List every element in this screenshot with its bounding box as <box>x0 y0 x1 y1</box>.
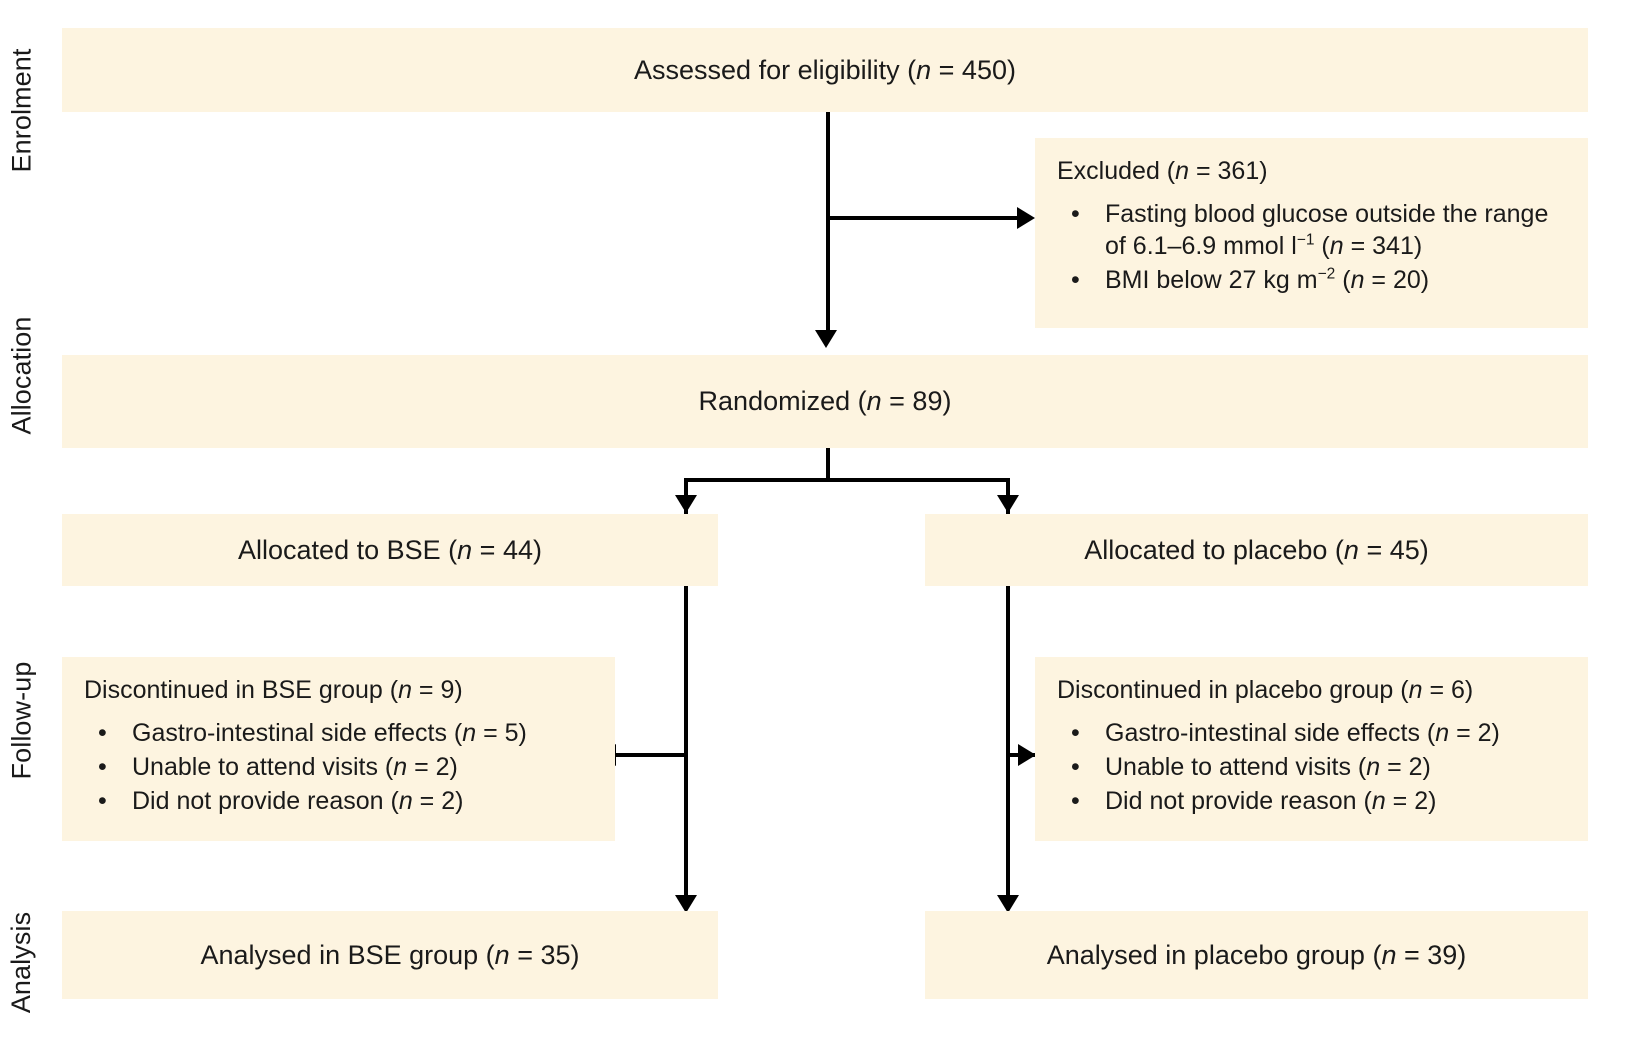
node-discontinued-placebo: Discontinued in placebo group (n = 6) • … <box>1035 657 1588 841</box>
list-item: • Fasting blood glucose outside the rang… <box>1071 200 1549 260</box>
node-allocated-bse-text: Allocated to BSE (n = 44) <box>238 534 542 565</box>
node-discontinued-placebo-title: Discontinued in placebo group (n = 6) <box>1057 676 1474 704</box>
connector-randomized-split <box>684 478 1010 482</box>
node-allocated-bse: Allocated to BSE (n = 44) <box>62 514 718 586</box>
list-item: • Did not provide reason (n = 2) <box>1057 786 1566 818</box>
arrow-to-discontinued-placebo <box>1018 744 1036 766</box>
stage-label-enrolment: Enrolment <box>6 48 37 172</box>
bullet-icon: • <box>1071 265 1080 294</box>
connector-placebo-trunk <box>1006 586 1010 910</box>
node-discontinued-bse-bullet-list: • Gastro-intestinal side effects (n = 5)… <box>84 718 593 817</box>
node-allocated-placebo-text: Allocated to placebo (n = 45) <box>1084 534 1429 565</box>
arrow-to-analysed-placebo <box>997 895 1019 913</box>
connector-to-discontinued-bse <box>614 753 686 757</box>
n-italic: n <box>398 676 412 704</box>
list-item: • Unable to attend visits (n = 2) <box>84 752 593 784</box>
stage-label-followup: Follow-up <box>6 661 37 779</box>
n-italic: n <box>494 939 510 970</box>
connector-assessed-to-randomized <box>826 112 830 334</box>
n-italic: n <box>1381 939 1397 970</box>
list-item: • BMI below 27 kg m−2 (n = 20) <box>1057 265 1566 297</box>
node-excluded-bullet-list: • Fasting blood glucose outside the rang… <box>1057 199 1566 296</box>
node-randomized: Randomized (n = 89) <box>62 355 1588 448</box>
n-italic: n <box>457 534 473 565</box>
node-analysed-bse-text: Analysed in BSE group (n = 35) <box>200 939 580 970</box>
bullet-icon: • <box>1071 753 1080 781</box>
bullet-icon: • <box>1071 200 1080 229</box>
n-italic: n <box>916 54 932 85</box>
bullet-icon: • <box>98 753 107 781</box>
connector-assessed-to-excluded <box>828 216 1020 220</box>
connector-bse-trunk <box>684 586 688 910</box>
n-italic: n <box>1343 534 1359 565</box>
node-discontinued-bse: Discontinued in BSE group (n = 9) • Gast… <box>62 657 615 841</box>
node-discontinued-bse-title: Discontinued in BSE group (n = 9) <box>84 676 463 704</box>
node-analysed-placebo-text: Analysed in placebo group (n = 39) <box>1046 939 1467 970</box>
n-italic: n <box>393 753 408 781</box>
n-italic: n <box>1350 265 1365 294</box>
stage-label-analysis: Analysis <box>6 911 37 1014</box>
bullet-icon: • <box>1071 719 1080 748</box>
arrow-to-allocated-bse <box>675 495 697 513</box>
arrow-assessed-to-randomized <box>815 330 837 348</box>
n-italic: n <box>1366 753 1381 781</box>
connector-randomized-stem <box>826 448 830 482</box>
node-randomized-text: Randomized (n = 89) <box>698 386 952 416</box>
n-italic: n <box>1329 232 1344 260</box>
list-item: • Did not provide reason (n = 2) <box>84 786 593 818</box>
arrow-to-allocated-placebo <box>997 495 1019 513</box>
node-analysed-bse: Analysed in BSE group (n = 35) <box>62 911 718 999</box>
node-discontinued-placebo-bullet-list: • Gastro-intestinal side effects (n = 2)… <box>1057 718 1566 817</box>
list-item: • Unable to attend visits (n = 2) <box>1057 752 1566 784</box>
node-excluded: Excluded (n = 361) • Fasting blood gluco… <box>1035 138 1588 328</box>
n-italic: n <box>398 786 413 815</box>
superscript: −2 <box>1317 265 1336 283</box>
arrow-to-analysed-bse <box>675 895 697 913</box>
n-italic: n <box>1435 719 1450 748</box>
n-italic: n <box>866 386 882 416</box>
stage-label-allocation: Allocation <box>6 315 37 435</box>
node-excluded-title: Excluded (n = 361) <box>1057 157 1268 185</box>
bullet-icon: • <box>1071 786 1080 815</box>
bullet-icon: • <box>98 786 107 815</box>
n-italic: n <box>1175 157 1190 185</box>
node-allocated-placebo: Allocated to placebo (n = 45) <box>925 514 1588 586</box>
n-italic: n <box>1371 786 1386 815</box>
n-italic: n <box>462 719 477 748</box>
arrow-to-excluded <box>1017 207 1035 229</box>
node-assessed-for-eligibility: Assessed for eligibility (n = 450) <box>62 28 1588 112</box>
list-item: • Gastro-intestinal side effects (n = 2) <box>1057 718 1566 750</box>
list-item: • Gastro-intestinal side effects (n = 5) <box>84 718 593 750</box>
n-italic: n <box>1408 676 1423 704</box>
bullet-icon: • <box>98 719 107 748</box>
node-analysed-placebo: Analysed in placebo group (n = 39) <box>925 911 1588 999</box>
node-assessed-text: Assessed for eligibility (n = 450) <box>634 54 1016 85</box>
superscript: −1 <box>1296 231 1315 249</box>
